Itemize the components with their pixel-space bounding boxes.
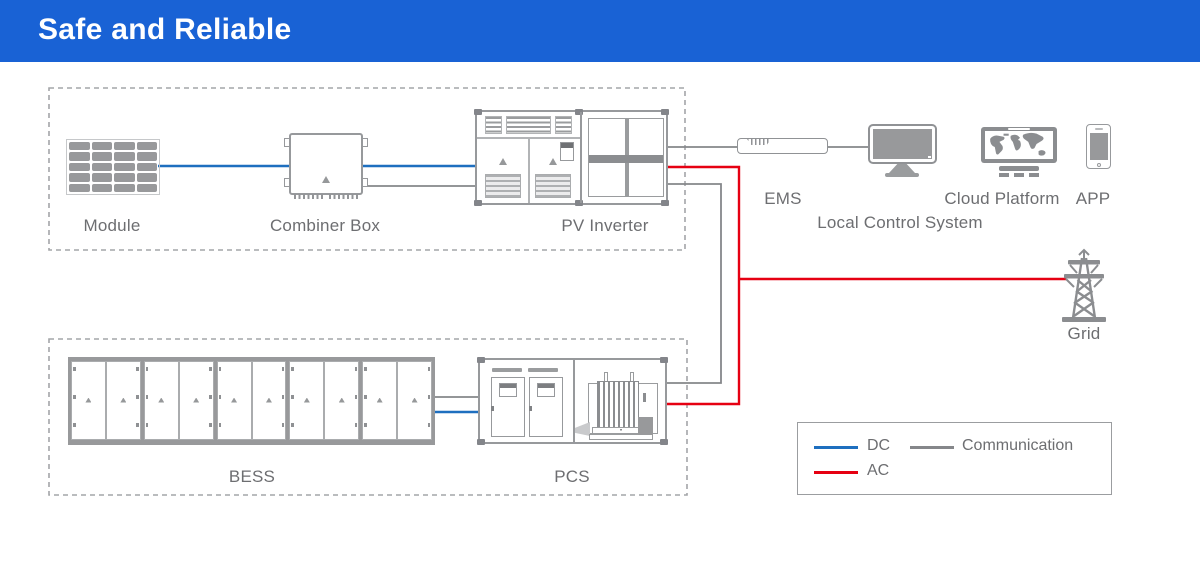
pcs-label: PCS — [554, 467, 590, 486]
bess-door — [362, 361, 398, 440]
local-control-system-label: Local Control System — [817, 213, 983, 232]
ems-label: EMS — [764, 189, 802, 208]
combiner-box-icon — [284, 133, 368, 199]
monitor-stand — [889, 164, 915, 173]
cloud-monitor-keys — [999, 173, 1039, 177]
warning-triangle-icon — [499, 158, 507, 165]
cloud-platform-label: Cloud Platform — [944, 189, 1060, 208]
cloud-platform-icon — [981, 127, 1057, 163]
module-label: Module — [83, 216, 141, 235]
pv-inverter-label: PV Inverter — [561, 216, 649, 235]
bess-bay — [359, 361, 432, 440]
cloud-monitor-base — [999, 166, 1039, 171]
bess-icon — [68, 357, 435, 445]
ems-icon — [737, 138, 828, 154]
pcs-icon — [477, 357, 668, 445]
storage-group-dashed-box — [48, 338, 688, 496]
bess-door — [397, 361, 432, 440]
bess-bay — [140, 361, 214, 440]
dc-lines — [158, 164, 479, 414]
bess-door — [289, 361, 325, 440]
warning-triangle-icon — [549, 158, 557, 165]
dc-line-sample — [814, 446, 858, 449]
warning-triangle-icon — [322, 176, 330, 183]
legend: DC Communication AC — [797, 422, 1112, 495]
inverter-display — [560, 142, 574, 161]
bess-door — [71, 361, 106, 440]
monitor-base — [885, 173, 919, 177]
bess-door — [105, 361, 141, 440]
pcs-display — [499, 383, 517, 397]
ac-lines — [666, 165, 1066, 406]
app-label: APP — [1075, 189, 1111, 208]
communication-line-sample — [910, 446, 954, 449]
ac-line-sample — [814, 471, 858, 474]
pcs-door — [491, 377, 525, 437]
ac-legend-label: AC — [867, 462, 890, 479]
bess-door — [324, 361, 360, 440]
world-map-icon — [990, 132, 1046, 156]
air-duct — [575, 422, 590, 436]
bess-door — [251, 361, 287, 440]
grid-label: Grid — [1067, 324, 1101, 343]
pcs-display — [537, 383, 555, 397]
bess-label: BESS — [228, 467, 276, 486]
dc-legend-label: DC — [867, 437, 891, 454]
communication-legend-label: Communication — [962, 437, 1074, 454]
transformer-fins — [597, 381, 639, 429]
communication-lines — [362, 146, 869, 398]
grid-tower-icon — [1062, 248, 1106, 322]
pv-inverter-icon — [474, 109, 669, 206]
bess-door — [143, 361, 179, 440]
bess-bay — [213, 361, 287, 440]
title-banner: Safe and Reliable — [0, 0, 1200, 62]
app-phone-icon — [1086, 124, 1111, 169]
local-control-monitor-icon — [868, 124, 937, 164]
bess-door — [178, 361, 214, 440]
bess-bay — [286, 361, 360, 440]
page-title: Safe and Reliable — [38, 13, 292, 46]
pv-group-dashed-box — [48, 87, 686, 251]
solar-module-icon — [66, 139, 160, 195]
bess-bay — [71, 361, 141, 440]
combiner-box-label: Combiner Box — [269, 216, 381, 235]
inverter-panel-doors — [588, 118, 664, 197]
bess-door — [216, 361, 252, 440]
pcs-door — [529, 377, 563, 437]
